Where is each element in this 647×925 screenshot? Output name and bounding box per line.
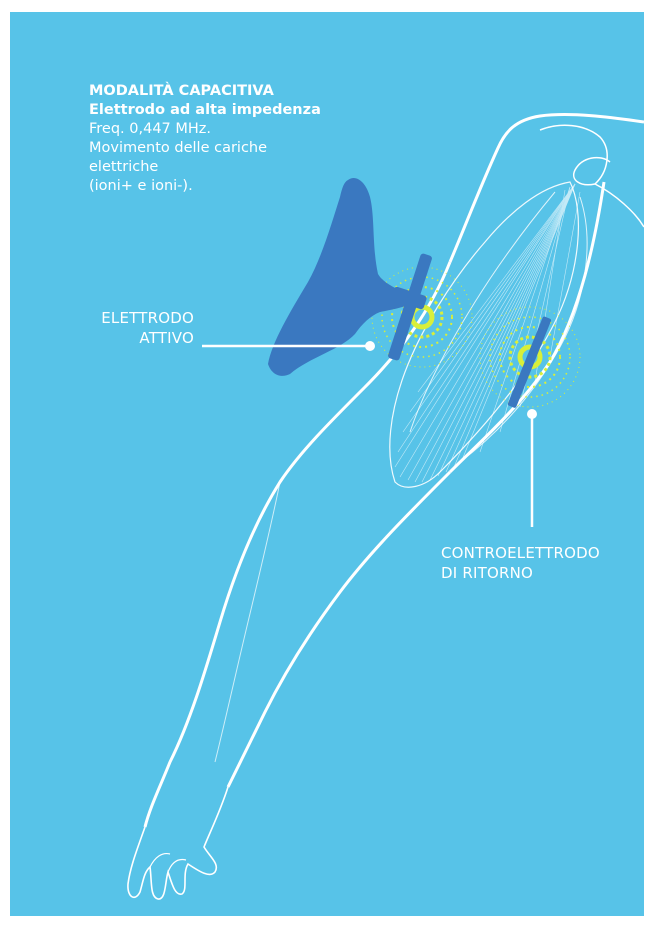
finger-line [150, 854, 170, 867]
active-leader-dot [365, 341, 375, 351]
return-label-line: CONTROELETTRODO [441, 543, 641, 563]
hand-outline [128, 787, 228, 899]
description-line: Freq. 0,447 MHz. [89, 120, 369, 139]
mode-description: MODALITÀ CAPACITIVA Elettrodo ad alta im… [89, 82, 369, 196]
active-label-line: ATTIVO [84, 328, 194, 348]
return-electrode-label: CONTROELETTRODO DI RITORNO [441, 543, 641, 583]
active-label-line: ELETTRODO [84, 308, 194, 328]
description-line: Movimento delle cariche [89, 139, 369, 158]
return-label-line: DI RITORNO [441, 563, 641, 583]
return-leader-dot [527, 409, 537, 419]
mode-subtitle: Elettrodo ad alta impedenza [89, 101, 369, 120]
mode-title: MODALITÀ CAPACITIVA [89, 82, 369, 101]
active-electrode-label: ELETTRODO ATTIVO [84, 308, 194, 348]
forearm-outline-back [228, 472, 450, 787]
finger-line [168, 860, 186, 873]
forearm-inner-line [215, 482, 280, 762]
illustration-panel: MODALITÀ CAPACITIVA Elettrodo ad alta im… [10, 12, 644, 916]
shoulder-outline [450, 115, 644, 262]
description-line: elettriche [89, 158, 369, 177]
description-line: (ioni+ e ioni-). [89, 177, 369, 196]
